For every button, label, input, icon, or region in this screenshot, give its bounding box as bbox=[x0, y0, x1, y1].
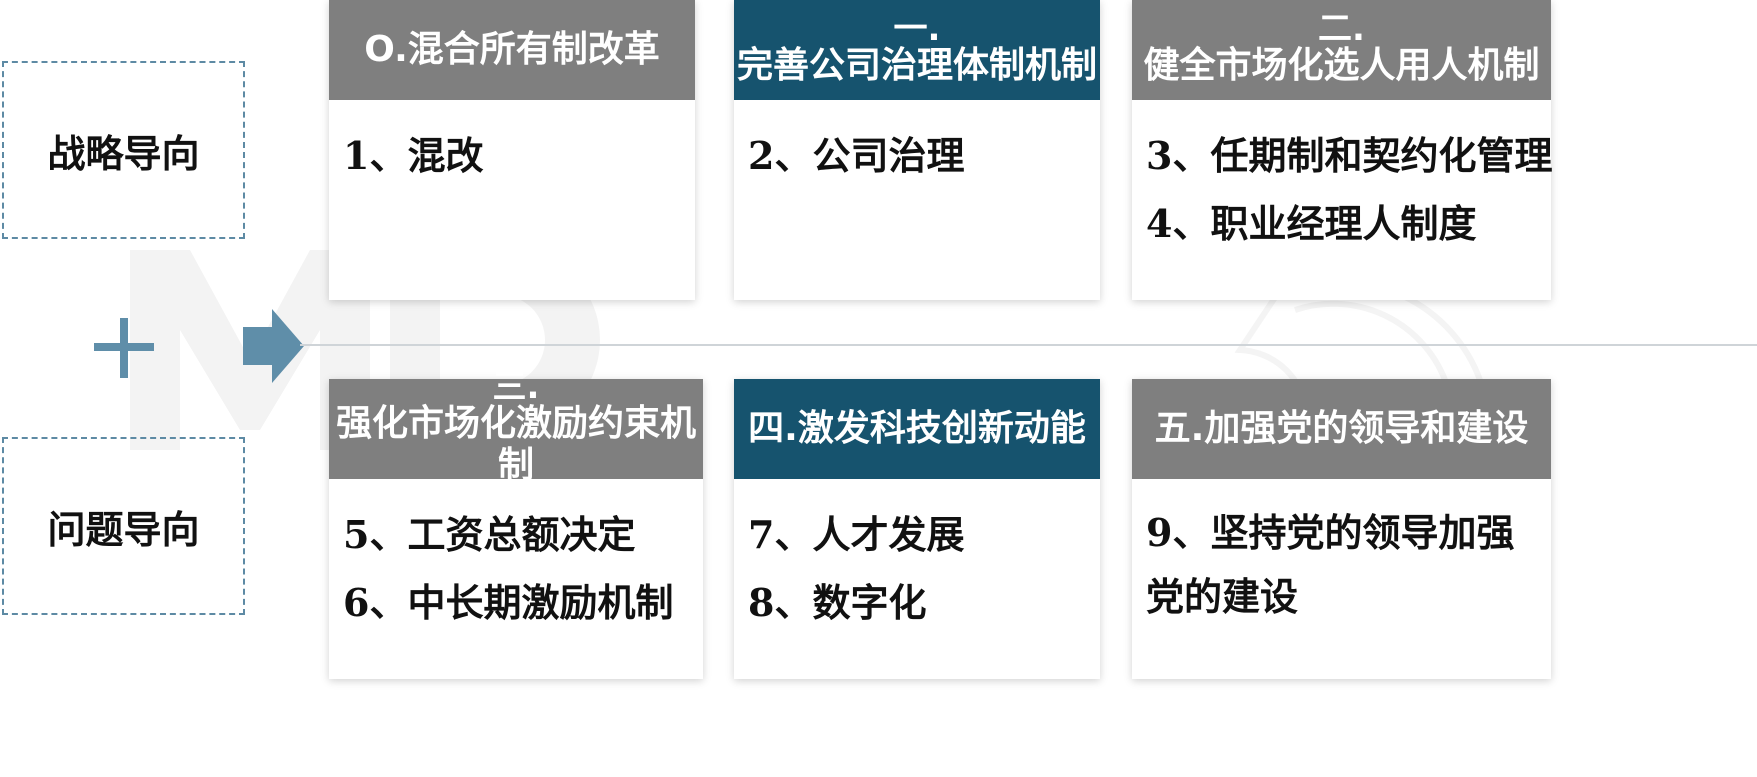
plus-icon-vertical bbox=[120, 318, 128, 378]
card-header: 五.加强党的领导和建设 bbox=[1132, 379, 1551, 479]
card-item: 9、坚持党的领导加强党的建设 bbox=[1146, 510, 1515, 619]
strategy-orientation-box: 战略导向 bbox=[2, 61, 245, 239]
card-header: 四.激发科技创新动能 bbox=[734, 379, 1100, 479]
card-header: 一. 完善公司治理体制机制 bbox=[734, 0, 1100, 100]
card-market-selection: 二. 健全市场化选人用人机制 3、任期制和契约化管理 4、职业经理人制度 bbox=[1132, 0, 1553, 300]
right-arrow-head bbox=[272, 309, 304, 383]
card-item: 8、数字化 bbox=[748, 580, 927, 625]
card-number: 三. bbox=[492, 367, 540, 407]
strategy-orientation-label: 战略导向 bbox=[47, 131, 200, 176]
card-incentive-mechanism: 三. 强化市场化激励约束机制 5、工资总额决定 6、中长期激励机制 bbox=[329, 370, 703, 679]
card-item: 5、工资总额决定 bbox=[343, 512, 636, 557]
card-title: 强化市场化激励约束机制 bbox=[335, 403, 696, 486]
card-title: 五.加强党的领导和建设 bbox=[1154, 408, 1529, 449]
card-body: 9、坚持党的领导加强党的建设 bbox=[1132, 479, 1551, 629]
card-title: 健全市场化选人用人机制 bbox=[1143, 45, 1540, 86]
card-body: 2、公司治理 bbox=[734, 100, 1100, 190]
card-number: 二. bbox=[1318, 9, 1365, 49]
card-body: 7、人才发展 8、数字化 bbox=[734, 479, 1100, 637]
problem-orientation-label: 问题导向 bbox=[47, 507, 200, 552]
card-header: O.混合所有制改革 bbox=[329, 0, 695, 100]
card-title: 四.激发科技创新动能 bbox=[748, 408, 1086, 449]
card-body: 5、工资总额决定 6、中长期激励机制 bbox=[329, 479, 703, 637]
card-tech-innovation: 四.激发科技创新动能 7、人才发展 8、数字化 bbox=[734, 379, 1100, 679]
right-arrow-icon bbox=[243, 327, 273, 365]
card-number: 一. bbox=[893, 9, 941, 49]
card-header: 二. 健全市场化选人用人机制 bbox=[1132, 0, 1551, 100]
card-item: 4、职业经理人制度 bbox=[1146, 201, 1477, 246]
card-header: 三. 强化市场化激励约束机制 bbox=[329, 370, 703, 486]
card-item: 7、人才发展 bbox=[748, 512, 965, 557]
card-corporate-governance: 一. 完善公司治理体制机制 2、公司治理 bbox=[734, 0, 1100, 300]
card-item: 2、公司治理 bbox=[748, 133, 965, 178]
divider-line bbox=[300, 344, 1757, 346]
card-item: 1、混改 bbox=[343, 133, 484, 178]
card-title: O.混合所有制改革 bbox=[364, 29, 660, 70]
card-title: 完善公司治理体制机制 bbox=[736, 45, 1097, 86]
card-body: 1、混改 bbox=[329, 100, 695, 190]
problem-orientation-box: 问题导向 bbox=[2, 437, 245, 615]
card-body: 3、任期制和契约化管理 4、职业经理人制度 bbox=[1132, 100, 1553, 258]
card-mixed-ownership: O.混合所有制改革 1、混改 bbox=[329, 0, 695, 300]
card-party-leadership: 五.加强党的领导和建设 9、坚持党的领导加强党的建设 bbox=[1132, 379, 1551, 679]
card-item: 6、中长期激励机制 bbox=[343, 580, 674, 625]
card-item: 3、任期制和契约化管理 bbox=[1146, 133, 1553, 178]
